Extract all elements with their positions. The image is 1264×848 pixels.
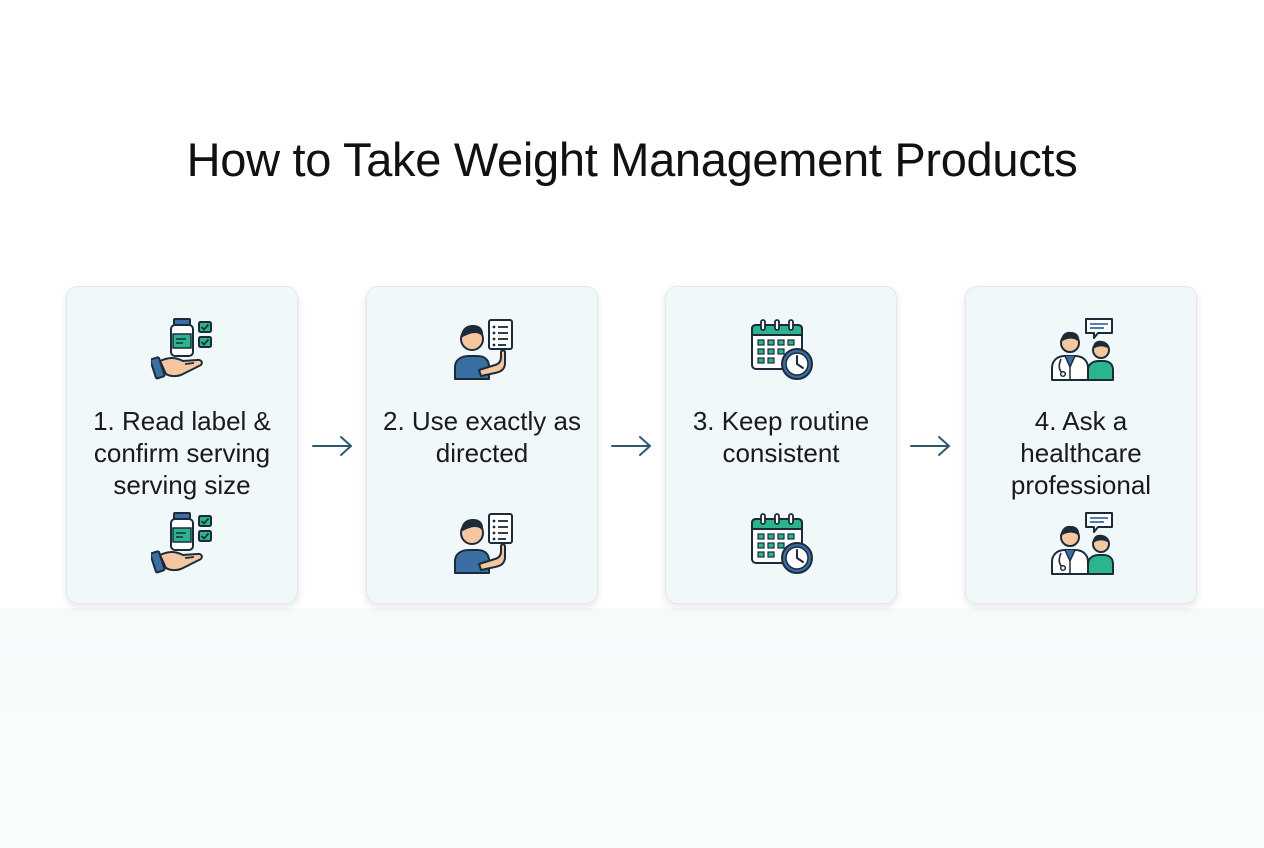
step-text-3: 3. Keep routine consistent [692,406,870,468]
doctor-consultation-icon [1050,317,1114,381]
step-card-3: 3. Keep routine consistent [665,286,897,604]
hand-bottle-checklist-icon [151,511,215,575]
step-card-1: 1. Read label & confirm serving serving … [66,286,298,604]
arrow-right-icon [311,432,355,460]
background-band [0,608,1264,848]
hand-bottle-checklist-icon [151,317,215,381]
person-checklist-icon [451,317,515,381]
step-text-1: 1. Read label & confirm serving serving … [93,406,271,500]
step-text-2: 2. Use exactly as directed [383,406,581,468]
step-text-4: 4. Ask a healthcare professional [1010,406,1152,500]
step-card-2: 2. Use exactly as directed [366,286,598,604]
calendar-clock-icon [750,317,814,381]
arrow-right-icon [909,432,953,460]
arrow-right-icon [610,432,654,460]
step-card-4: 4. Ask a healthcare professional [965,286,1197,604]
person-checklist-icon [451,511,515,575]
page-title: How to Take Weight Management Products [186,133,1078,186]
doctor-consultation-icon [1050,511,1114,575]
calendar-clock-icon [750,511,814,575]
